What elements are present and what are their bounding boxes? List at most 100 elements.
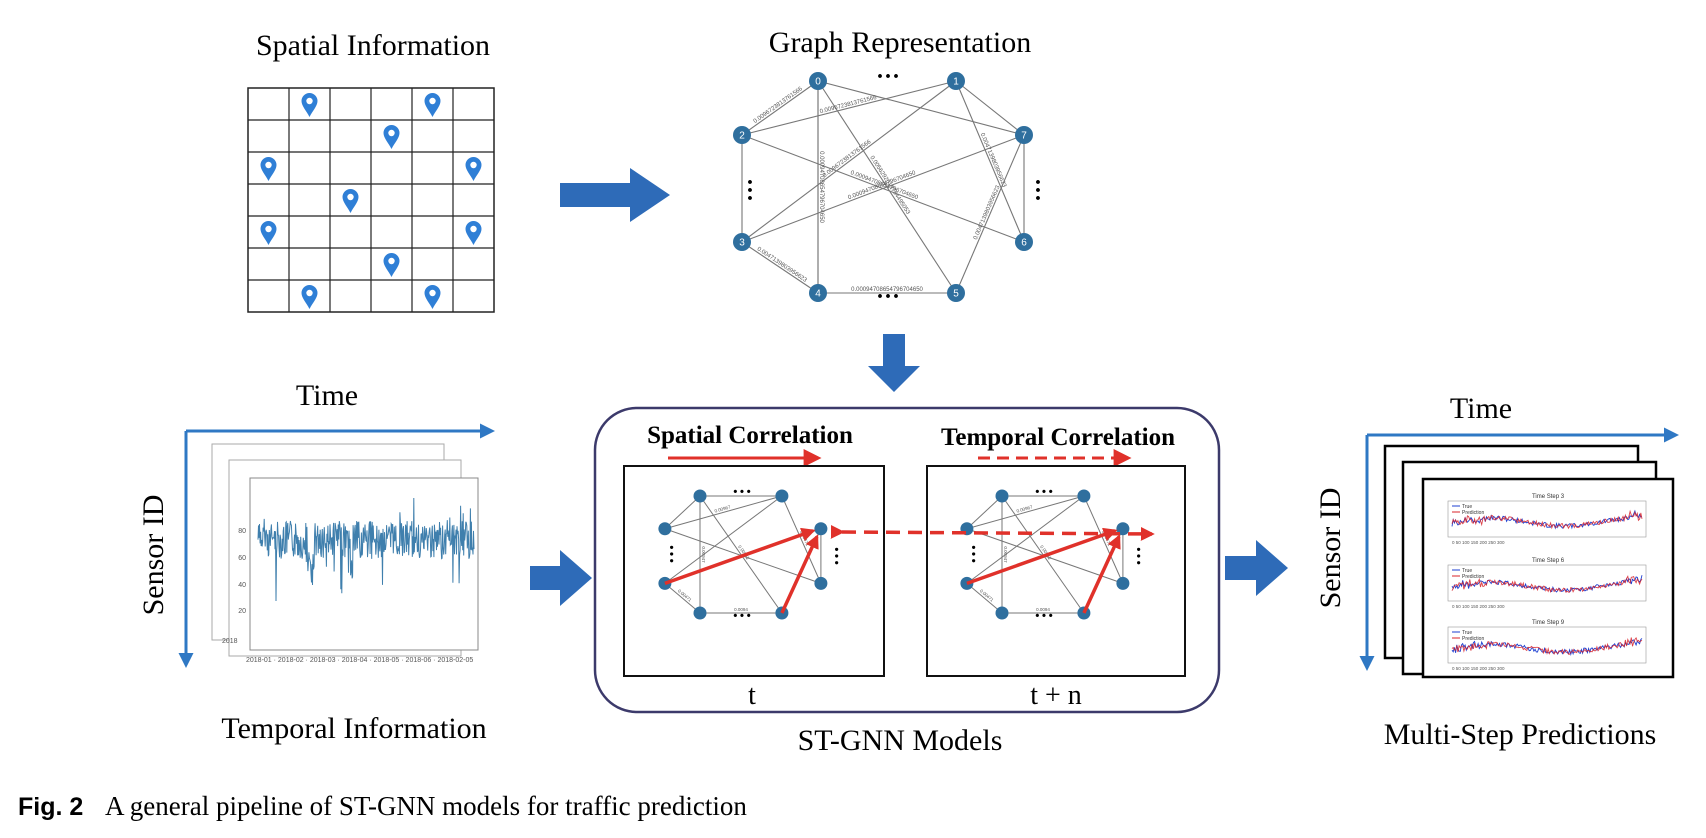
y-tick-label: 80 bbox=[238, 528, 246, 535]
ellipsis-marker: ··· bbox=[736, 178, 762, 202]
pin-body bbox=[301, 285, 318, 309]
ellipsis-marker: ··· bbox=[732, 481, 752, 503]
pin-body bbox=[301, 93, 318, 117]
pin-hole bbox=[470, 225, 477, 233]
y-tick-label: 40 bbox=[238, 582, 246, 589]
spatial-correlation-label: Spatial Correlation bbox=[647, 422, 853, 449]
timeseries-year-label: 2018 bbox=[222, 638, 238, 645]
graph-node bbox=[995, 606, 1009, 620]
ellipsis-marker: ··· bbox=[1034, 605, 1054, 627]
prediction-series-line bbox=[1451, 636, 1643, 655]
frame-label-t-plus-n: t + n bbox=[1030, 680, 1082, 711]
graph-edge bbox=[664, 495, 783, 530]
graph-edge bbox=[664, 495, 701, 530]
pin-hole bbox=[429, 289, 436, 297]
graph-edge bbox=[664, 495, 783, 584]
ellipsis-marker: ··· bbox=[1034, 481, 1054, 503]
ellipsis-marker: ··· bbox=[962, 544, 984, 564]
graph-edge bbox=[741, 80, 819, 136]
location-pin-icon bbox=[383, 253, 400, 277]
figure-caption-label: Fig. 2 bbox=[18, 793, 83, 821]
prediction-series-line bbox=[1451, 575, 1643, 594]
pin-body bbox=[260, 157, 277, 181]
edge-weight-label: 0.0094 bbox=[1036, 607, 1050, 612]
location-pin-icon bbox=[424, 93, 441, 117]
graph-node-label: 5 bbox=[953, 289, 959, 300]
temporal-correlation-label: Temporal Correlation bbox=[941, 424, 1175, 451]
y-tick-label: 60 bbox=[238, 555, 246, 562]
graph-node bbox=[733, 233, 751, 251]
graph-frame-t bbox=[623, 465, 885, 677]
location-pin-icon bbox=[465, 157, 482, 181]
ellipsis-marker: ··· bbox=[1127, 546, 1149, 566]
legend-true-label: True bbox=[1462, 568, 1472, 574]
graph-node-label: 6 bbox=[1021, 238, 1027, 249]
graph-node bbox=[809, 284, 827, 302]
location-pin-icon bbox=[260, 157, 277, 181]
frame-label-t: t bbox=[748, 680, 756, 711]
ellipsis-marker: ··· bbox=[732, 605, 752, 627]
edge-weight-label: 0.0047139803956623 bbox=[979, 132, 1008, 189]
graph-edge bbox=[955, 80, 1025, 136]
figure-caption-text: A general pipeline of ST-GNN models for … bbox=[105, 791, 747, 821]
edge-weight-label: 0.0094 bbox=[734, 607, 748, 612]
edge-weight-label: 0.00094708654796704650 bbox=[851, 287, 923, 293]
st-gnn-model-panel: Spatial Correlation Temporal Correlation… bbox=[593, 406, 1221, 757]
flow-arrow-model-to-predictions bbox=[1225, 540, 1288, 596]
prediction-x-ticks: 0 50 100 150 200 250 300 bbox=[1452, 666, 1505, 671]
temporal-title: Temporal Information bbox=[221, 712, 486, 745]
pin-hole bbox=[306, 97, 313, 105]
graph-node bbox=[658, 522, 672, 536]
graph-edge bbox=[741, 134, 1025, 243]
temporal-link-arrow bbox=[830, 524, 1155, 541]
predictions-panel: Time Sensor ID Time Step 3TruePrediction… bbox=[1314, 392, 1679, 751]
edge-weight-label: 0.00094708654796704650 bbox=[818, 151, 824, 223]
graph-edge bbox=[966, 582, 1003, 614]
graph-edge bbox=[741, 80, 957, 243]
graph-node bbox=[995, 489, 1009, 503]
graph-edge bbox=[741, 241, 819, 294]
edge-weight-label: 0.0047139803956623 bbox=[756, 246, 808, 284]
prediction-plot-title: Time Step 6 bbox=[1532, 558, 1565, 564]
spatial-correlation-edge bbox=[1082, 534, 1121, 614]
graph-node-label: 7 bbox=[1021, 131, 1027, 142]
pin-hole bbox=[347, 193, 354, 201]
graph-frame-t-plus-n bbox=[926, 465, 1186, 677]
edge-weight-label: 0.00967 bbox=[1016, 504, 1033, 513]
graph-edge bbox=[741, 80, 957, 136]
graph-network: 0.00562920197844950530.00967238137615660… bbox=[733, 64, 1050, 310]
graph-node bbox=[814, 576, 828, 590]
legend-prediction-label: Prediction bbox=[1462, 636, 1484, 642]
spatial-correlation-edge bbox=[780, 534, 819, 614]
ellipsis-marker: ··· bbox=[660, 544, 682, 564]
graph-node bbox=[809, 72, 827, 90]
spatial-correlation-edge bbox=[664, 527, 816, 586]
spatial-grid bbox=[247, 87, 495, 313]
location-pin-icon bbox=[301, 285, 318, 309]
spatial-information-panel: Spatial Information bbox=[247, 29, 495, 313]
prediction-plot-area bbox=[1447, 500, 1647, 538]
temporal-time-label: Time bbox=[296, 379, 358, 412]
pin-body bbox=[424, 285, 441, 309]
ellipsis-marker: ··· bbox=[825, 546, 847, 566]
location-pin-icon bbox=[383, 125, 400, 149]
graph-node-label: 2 bbox=[739, 131, 745, 142]
graph-node bbox=[1077, 489, 1091, 503]
graph-snapshot-t: 0.005620.009470.009670.004710.004710.009… bbox=[658, 481, 847, 627]
predictions-sensor-label: Sensor ID bbox=[1314, 488, 1347, 609]
ellipsis-marker: ··· bbox=[1024, 178, 1050, 202]
flow-arrow-graph-to-model bbox=[868, 334, 920, 392]
temporal-sensor-label: Sensor ID bbox=[137, 495, 170, 616]
edge-weight-label: 0.0096723813761566 bbox=[819, 95, 878, 115]
ellipsis-marker: ··· bbox=[876, 284, 900, 310]
pin-hole bbox=[265, 161, 272, 169]
graph-node bbox=[947, 284, 965, 302]
location-pin-icon bbox=[424, 285, 441, 309]
graph-node bbox=[814, 522, 828, 536]
graph-node-label: 0 bbox=[815, 77, 821, 88]
